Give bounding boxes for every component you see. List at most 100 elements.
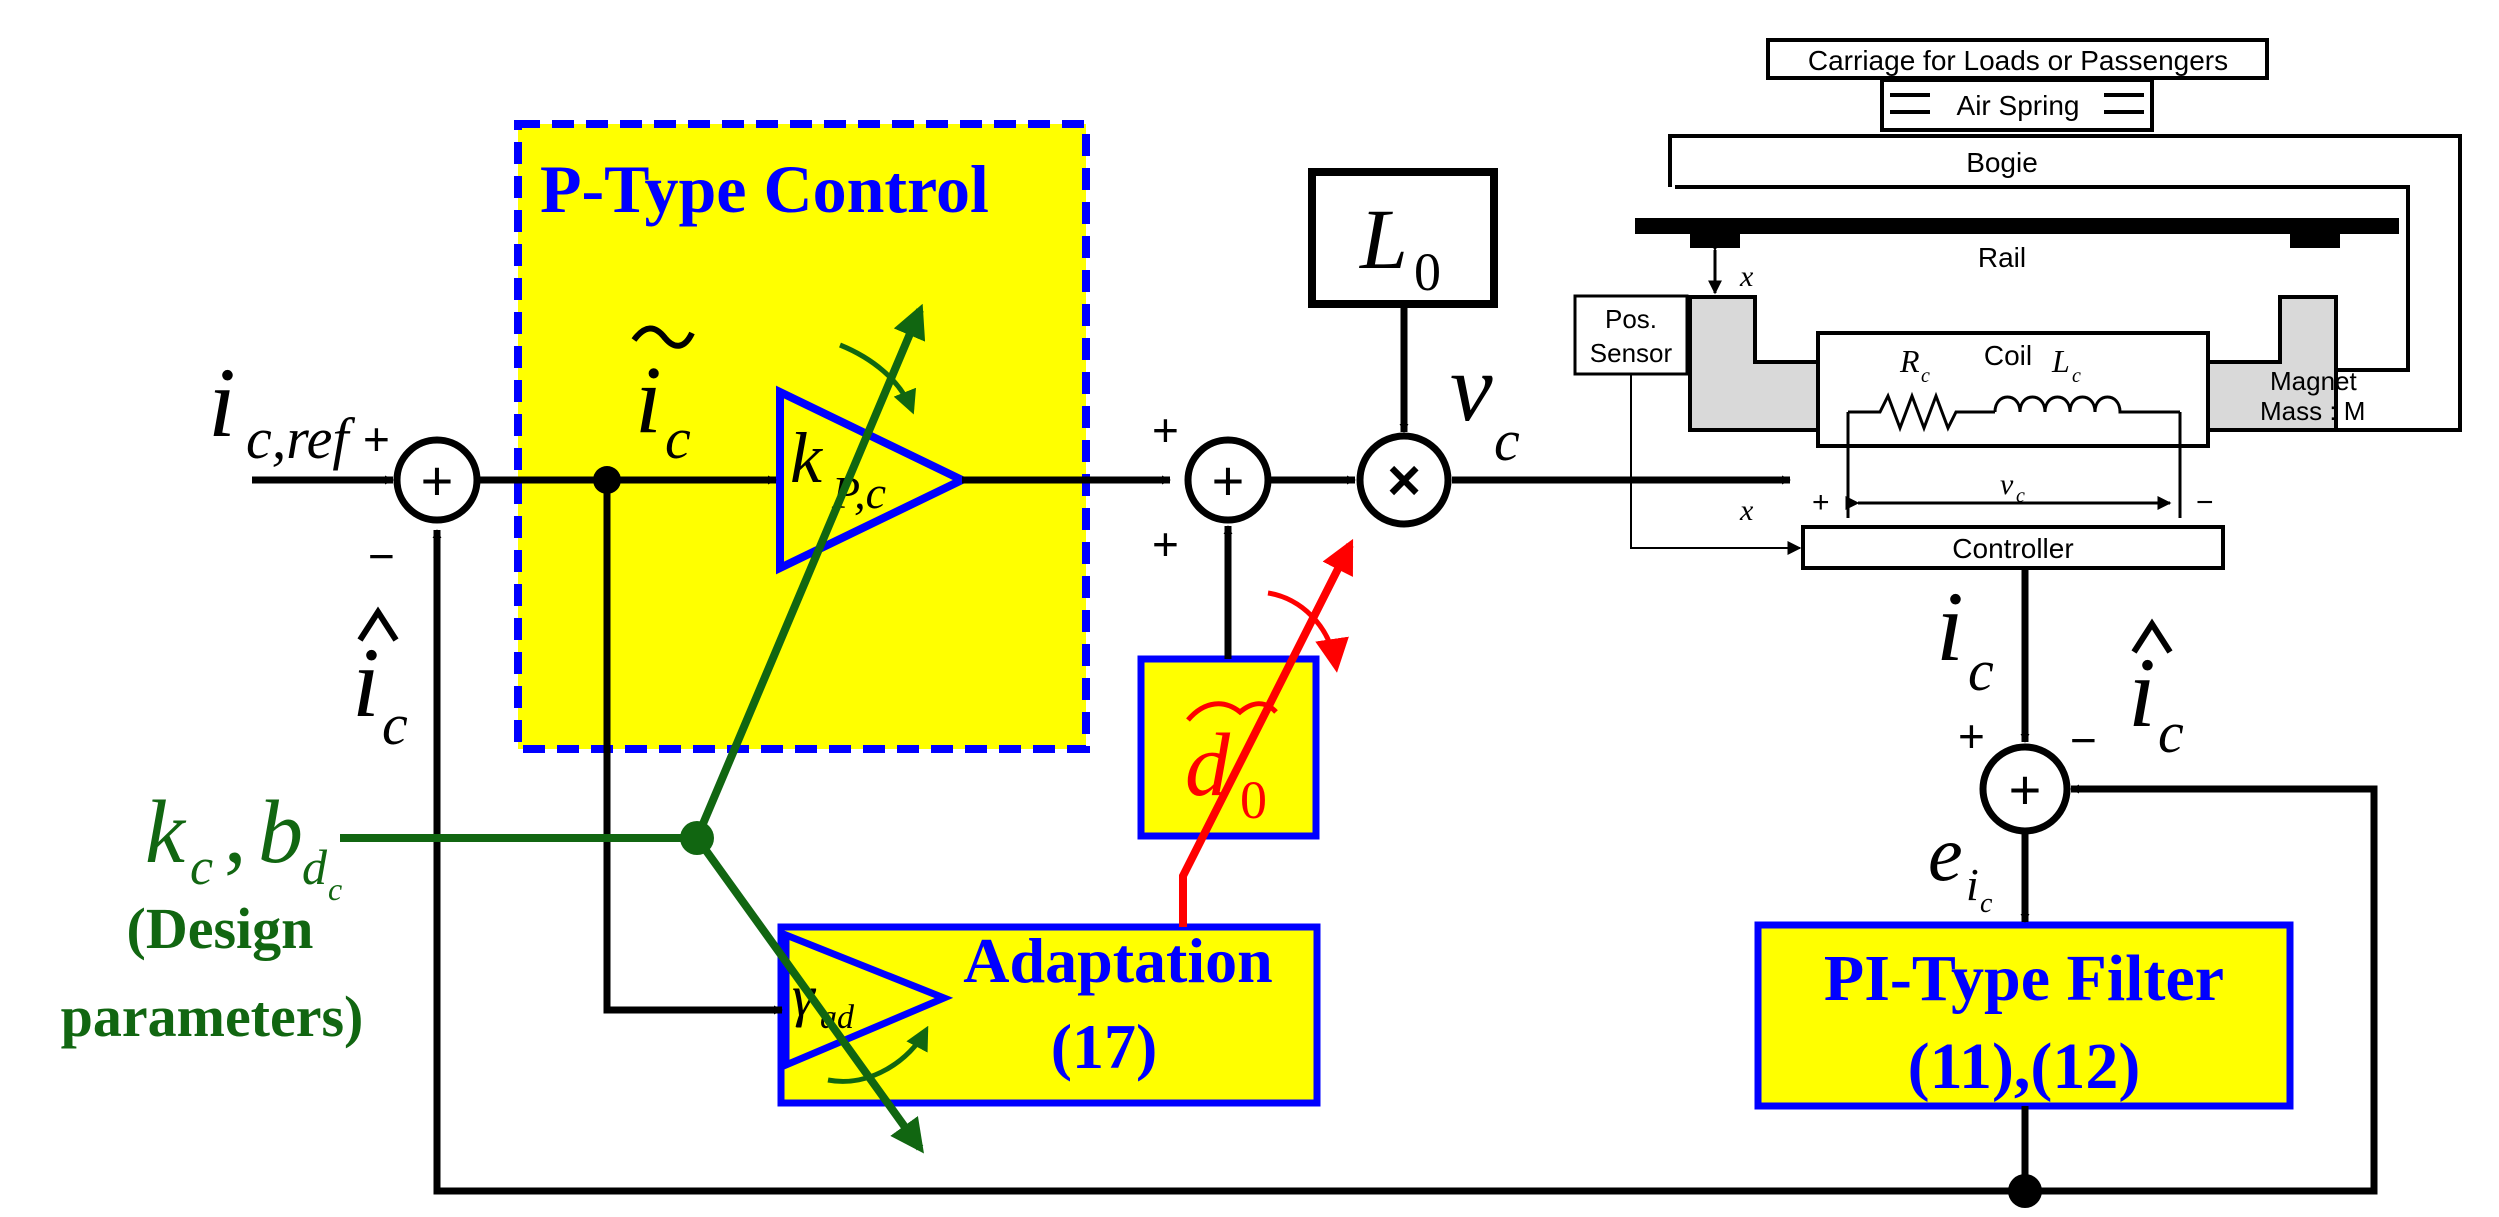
d0-adaptation-paths	[1179, 538, 1354, 927]
magnet-label-2: Mass : M	[2260, 396, 2365, 426]
coil-L-symbol: L	[2051, 343, 2070, 379]
d0-estimate-block: d 0	[1137, 655, 1320, 840]
adaptation-label-line1: Adaptation	[963, 925, 1272, 996]
vc-span-plus: +	[1812, 486, 1830, 519]
sum-junction-1: +	[393, 436, 481, 524]
design-label-line1: (Design	[127, 896, 314, 961]
L0-subscript: 0	[1414, 242, 1441, 302]
coil-R-symbol: R	[1899, 343, 1920, 379]
ic-hat-left-accent	[357, 606, 399, 642]
coil-label: Coil	[1984, 340, 2032, 371]
design-label-line2: parameters)	[61, 984, 364, 1049]
rail-right-block	[2290, 232, 2340, 248]
sum2-plus-bottom: +	[1152, 518, 1179, 570]
p-gain-symbol: k	[790, 418, 824, 498]
sum-junction-3-glyph: +	[2009, 758, 2042, 821]
carriage-box	[1766, 38, 2269, 80]
adaptation-gain-triangle	[782, 929, 954, 1071]
design-k-subscript: c	[190, 839, 213, 896]
ic-hat-left-symbol: i	[352, 627, 380, 738]
bogie-label: Bogie	[1966, 147, 2038, 178]
error-ic-symbol: e	[1928, 810, 1963, 897]
design-b-subscript: d	[302, 839, 328, 895]
L0-box	[1308, 168, 1498, 308]
sum2-plus-top: +	[1152, 404, 1179, 456]
p-gain-tuning-arrow	[693, 303, 926, 840]
coil-L-subscript: c	[2072, 365, 2081, 387]
p-type-control-block: P-Type Control	[514, 120, 1090, 753]
sum1-minus-sign: −	[368, 530, 395, 582]
feedback-loop-path	[432, 529, 2029, 1195]
maglev-system: Carriage for Loads or Passengers Air Spr…	[1573, 38, 2462, 570]
inductor-symbol	[1993, 395, 2180, 414]
p-type-control-title: P-Type Control	[540, 151, 989, 227]
ic-hat-right-symbol: i	[2128, 637, 2156, 748]
pi-type-filter-box	[1754, 921, 2294, 1110]
vc-subscript: c	[1494, 408, 1520, 473]
controller-x-label: x	[1739, 494, 1754, 527]
adaptation-curved-arrow	[827, 1025, 929, 1084]
feedback-branch-junction	[2008, 1174, 2042, 1208]
ic-tilde-subscript: c	[665, 406, 691, 471]
ic-hat-left-subscript: c	[382, 692, 408, 757]
signal-paths	[252, 304, 2378, 1195]
controller-label: Controller	[1952, 533, 2073, 564]
pos-sensor-label-1: Pos.	[1605, 304, 1657, 334]
air-spring-bars	[1890, 93, 2144, 114]
adaptation-label-line2: (17)	[1051, 1011, 1158, 1082]
sum1-plus-sign: +	[363, 413, 390, 465]
vc-span-subscript: c	[2016, 485, 2025, 507]
pi-type-filter-block: PI-Type Filter (11),(12)	[1754, 921, 2294, 1110]
coil-box	[1816, 331, 2210, 448]
adaptation-gain-tuning-arrow	[693, 835, 924, 1154]
bogie-inner-frame	[1675, 185, 2410, 372]
vc-symbol: v	[1450, 334, 1493, 441]
ic-measured-symbol: i	[1936, 571, 1964, 682]
design-parameter-paths	[340, 303, 929, 1154]
air-spring-label: Air Spring	[1957, 90, 2080, 121]
sum-junction-2-glyph: +	[1212, 449, 1245, 512]
bogie-frame	[1668, 134, 2462, 432]
error-branch-junction	[593, 466, 621, 494]
adaptation-block: γ ad Adaptation (17)	[777, 923, 1321, 1107]
resistor-symbol	[1848, 391, 1995, 433]
d0-tuning-arrow	[1179, 538, 1354, 927]
design-comma: ,	[224, 783, 247, 882]
design-b-subsubscript: c	[328, 871, 342, 907]
sensor-to-controller-line	[1630, 374, 1802, 555]
ic-measured-subscript: c	[1968, 638, 1994, 703]
sum-junction-1-glyph: +	[421, 449, 454, 512]
gap-x-label: x	[1739, 260, 1754, 293]
rail-left-block	[1690, 232, 1740, 248]
L0-block: L 0	[1308, 168, 1498, 308]
multiplier-glyph: ×	[1387, 448, 1421, 513]
design-branch-junction	[680, 821, 714, 855]
pi-filter-label-line1: PI-Type Filter	[1824, 942, 2224, 1015]
ic-hat-right-accent	[2131, 618, 2173, 654]
L0-symbol: L	[1358, 191, 1408, 287]
d0-curved-arrow	[1267, 590, 1349, 673]
d0-subscript: 0	[1240, 770, 1267, 830]
design-b-symbol: b	[258, 783, 303, 882]
multiplier-junction: ×	[1356, 432, 1452, 528]
design-parameters: k c , b d c (Design parameters)	[61, 783, 364, 1049]
vc-span-symbol: v	[2000, 468, 2014, 501]
vc-span-minus: −	[2196, 486, 2214, 519]
rail-label: Rail	[1978, 242, 2026, 273]
pi-filter-label-line2: (11),(12)	[1908, 1030, 2141, 1103]
ic-tilde-symbol: i	[635, 346, 662, 453]
pos-sensor-label-2: Sensor	[1590, 338, 1673, 368]
error-ic-subscript: i	[1966, 859, 1979, 910]
feedback-to-sum3-path	[2025, 784, 2378, 1195]
rail-bar	[1635, 218, 2399, 234]
d0-estimate-box	[1137, 655, 1320, 840]
error-ic-subsubscript: c	[1980, 888, 1993, 919]
sum-junction-2: +	[1184, 436, 1272, 524]
ic-tilde-accent	[631, 325, 695, 349]
error-to-adaptation-arrow	[603, 480, 783, 1015]
ic-ref-symbol: i	[208, 347, 236, 458]
controller-box	[1801, 525, 2225, 570]
sum3-plus-sign: +	[1958, 710, 1985, 762]
ic-hat-right-subscript: c	[2158, 700, 2184, 765]
